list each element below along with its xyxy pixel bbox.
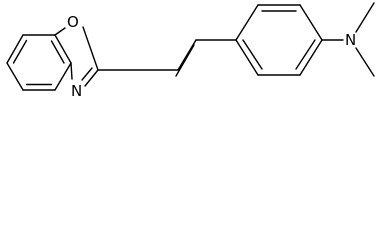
double-bond-inner: [295, 39, 316, 70]
bond: [70, 62, 73, 80]
bond: [82, 26, 99, 71]
bond: [6, 34, 24, 64]
bond: [299, 39, 323, 76]
double-bond-inner: [12, 39, 28, 64]
vinyl-linker: [97, 39, 237, 77]
bond: [84, 69, 99, 87]
double-bond-inner: [50, 40, 65, 64]
bond: [235, 39, 259, 76]
double-bond-inner: [81, 67, 93, 81]
phenyl-ring: [235, 4, 323, 76]
bond: [54, 34, 72, 64]
oxygen-atom-label: O: [67, 13, 79, 31]
bond: [299, 4, 323, 41]
methyl-bond: [355, 47, 375, 77]
methyl-bond: [355, 2, 375, 33]
bond: [235, 4, 259, 41]
bond: [177, 39, 197, 71]
bond: [54, 62, 72, 91]
dimethylamino-group: N: [321, 2, 375, 77]
bond: [6, 62, 24, 91]
double-bond-inner: [242, 39, 263, 70]
double-bond-inner: [175, 44, 195, 77]
benzo-ring: [6, 34, 72, 91]
bond: [54, 27, 66, 36]
nitrogen-amine-atom-label: N: [345, 31, 356, 49]
chemical-structure-diagram: O N N: [6, 2, 375, 100]
nitrogen-ring-atom-label: N: [71, 82, 82, 100]
oxazole-ring: O N: [54, 13, 99, 100]
